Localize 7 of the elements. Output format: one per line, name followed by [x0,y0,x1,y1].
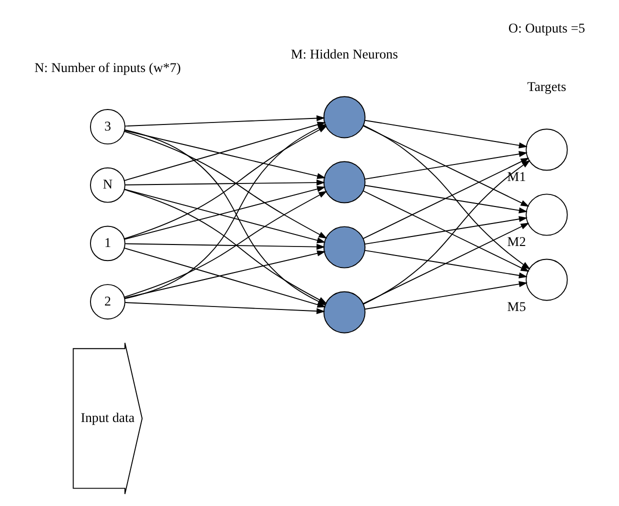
label: N: Number of inputs (w*7) [34,60,180,75]
label: O: Outputs =5 [508,20,585,36]
node-label: M5 [506,299,526,314]
node-label: M1 [506,168,526,184]
label: Targets [526,79,566,94]
node-label: M2 [506,234,526,250]
label: M: Hidden Neurons [290,46,398,62]
